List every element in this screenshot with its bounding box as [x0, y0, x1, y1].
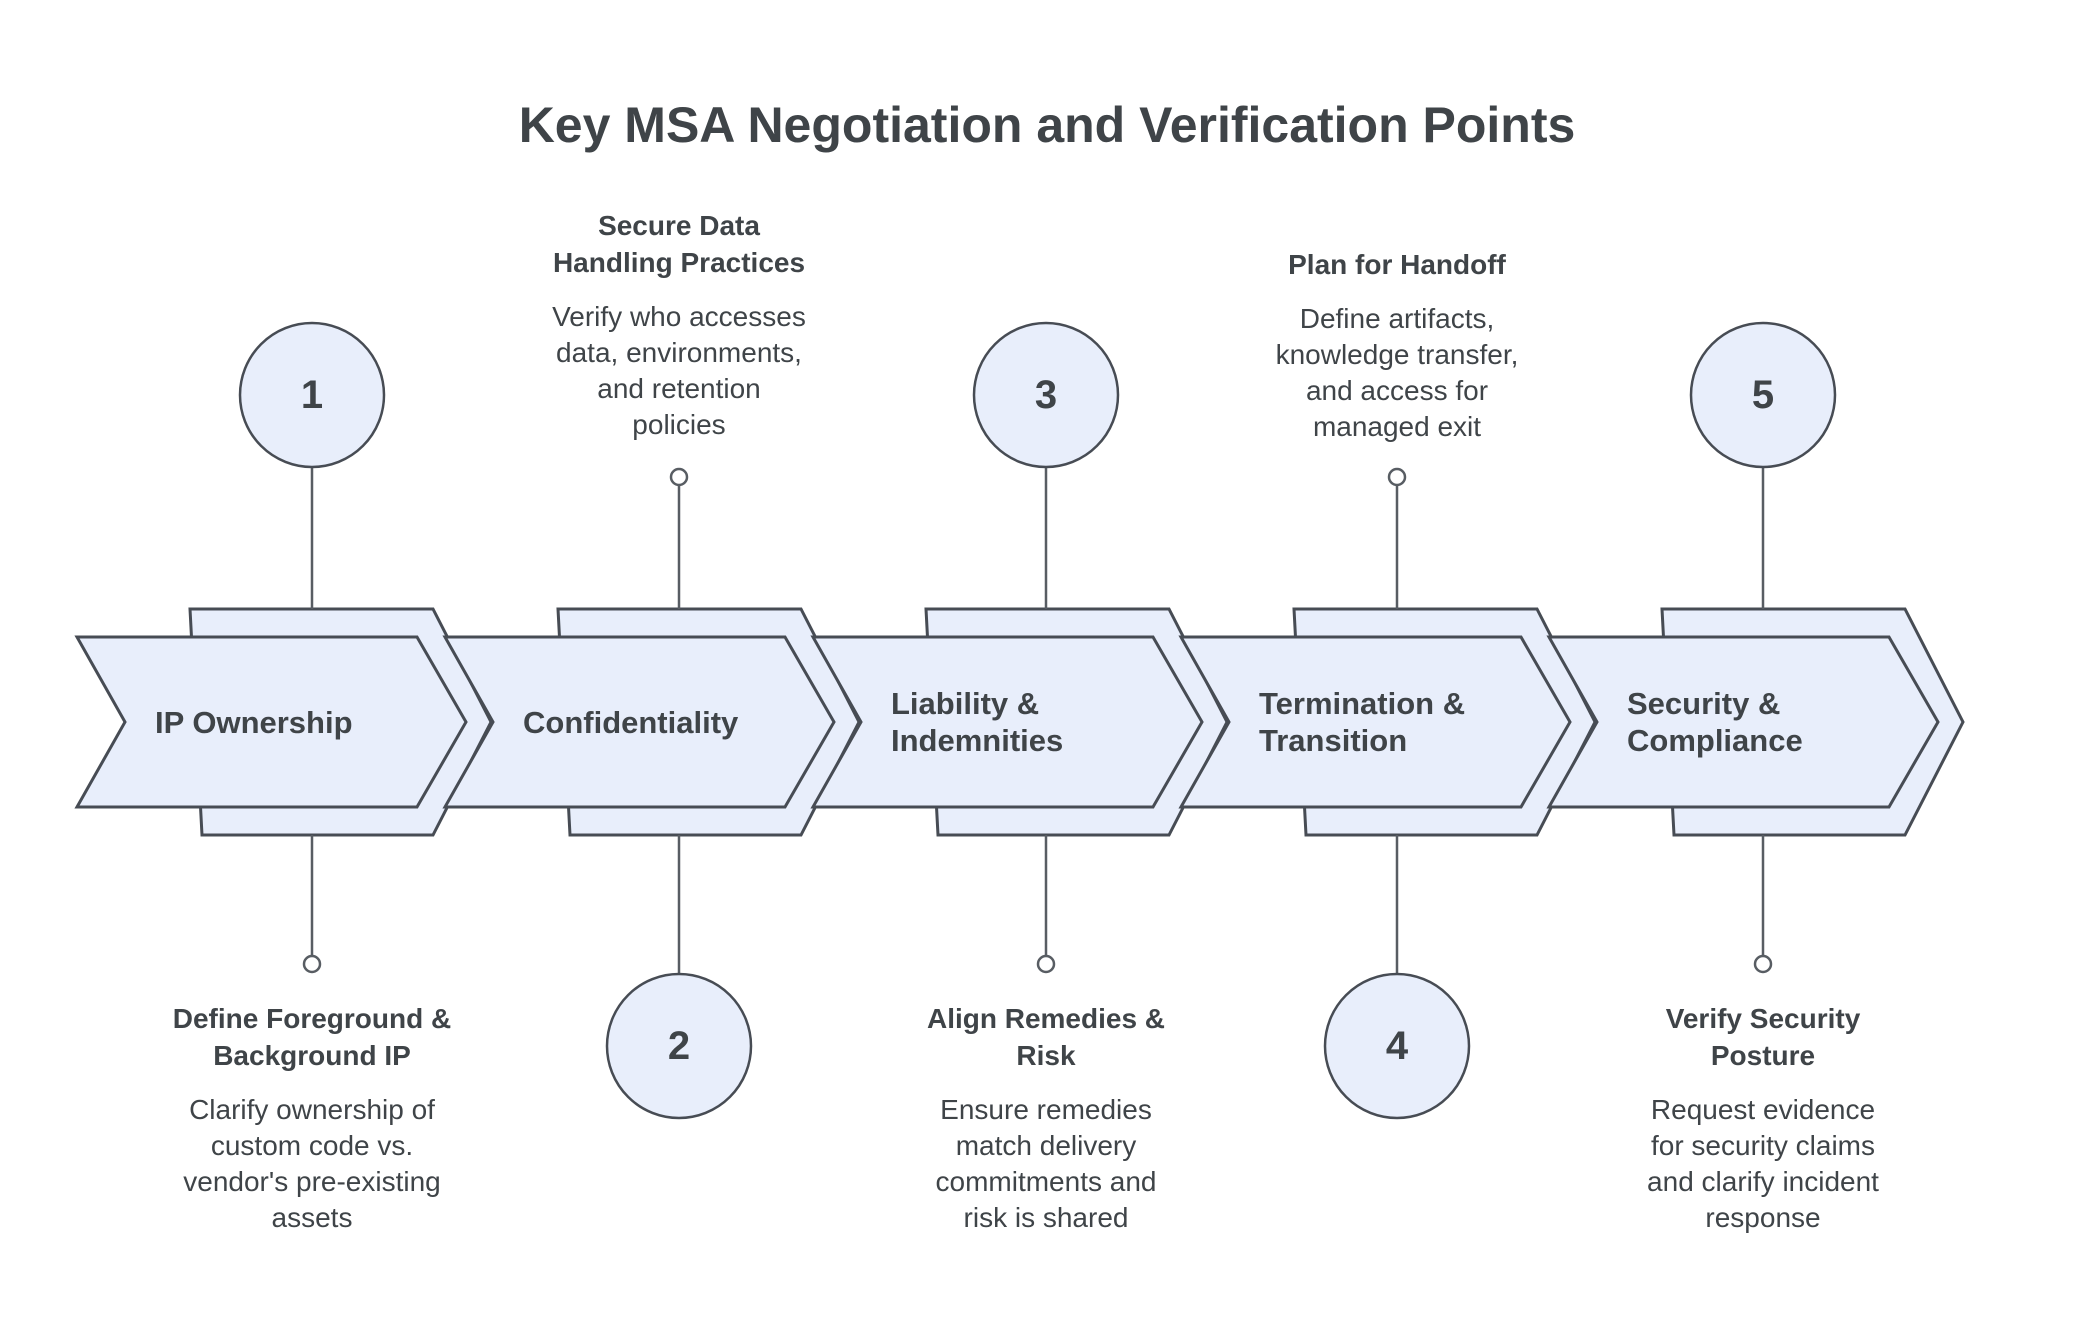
- connector-dot-3: [1036, 954, 1056, 974]
- step-number-5: 5: [1751, 372, 1775, 417]
- chevron-arrow-1: [74, 635, 468, 809]
- connector-dot-2: [669, 467, 689, 487]
- arrow-label-confidentiality: Confidentiality: [523, 637, 785, 807]
- diagram-title: Key MSA Negotiation and Verification Poi…: [518, 97, 1576, 153]
- arrow-label-text: IP Ownership: [155, 704, 353, 740]
- arrow-label-text: Confidentiality: [523, 704, 739, 740]
- arrow-label-termination-transition: Termination &Transition: [1259, 637, 1521, 807]
- connector-dot-4: [1387, 467, 1407, 487]
- chevron-arrow-3: [810, 635, 1204, 809]
- connector-dot-5: [1753, 954, 1773, 974]
- note-define-foreground-background-ip: Define Foreground &Background IP Clarify…: [132, 1000, 492, 1236]
- step-circle-3: [972, 321, 1120, 469]
- note-heading: Plan for Handoff: [1288, 249, 1506, 280]
- step-number-1: 1: [300, 372, 324, 417]
- arrow-label-security-compliance: Security &Compliance: [1627, 637, 1889, 807]
- step-circle-4: [1323, 972, 1471, 1120]
- connector-dot-1: [302, 954, 322, 974]
- chevron-arrow-4: [1178, 635, 1572, 809]
- step-number-2: 2: [667, 1023, 691, 1068]
- step-circle-2: [605, 972, 753, 1120]
- step-number-3: 3: [1034, 372, 1058, 417]
- note-heading: Define Foreground &Background IP: [172, 1003, 452, 1071]
- chevron-arrow-5: [1546, 635, 1940, 809]
- note-heading: Align Remedies &Risk: [926, 1003, 1166, 1071]
- note-body: Define artifacts,knowledge transfer,and …: [1275, 303, 1519, 442]
- arrow-label-text: Termination &Transition: [1259, 686, 1466, 758]
- step-circle-5: [1689, 321, 1837, 469]
- arrow-label-text: Liability &Indemnities: [891, 686, 1064, 758]
- arrow-label-ip-ownership: IP Ownership: [155, 637, 417, 807]
- step-circle-1: [238, 321, 386, 469]
- note-plan-for-handoff: Plan for Handoff Define artifacts,knowle…: [1217, 246, 1577, 445]
- arrow-label-text: Security &Compliance: [1627, 686, 1803, 758]
- step-number-4: 4: [1385, 1023, 1409, 1068]
- chevron-arrow-2: [442, 635, 836, 809]
- arrow-label-liability-indemnities: Liability &Indemnities: [891, 637, 1153, 807]
